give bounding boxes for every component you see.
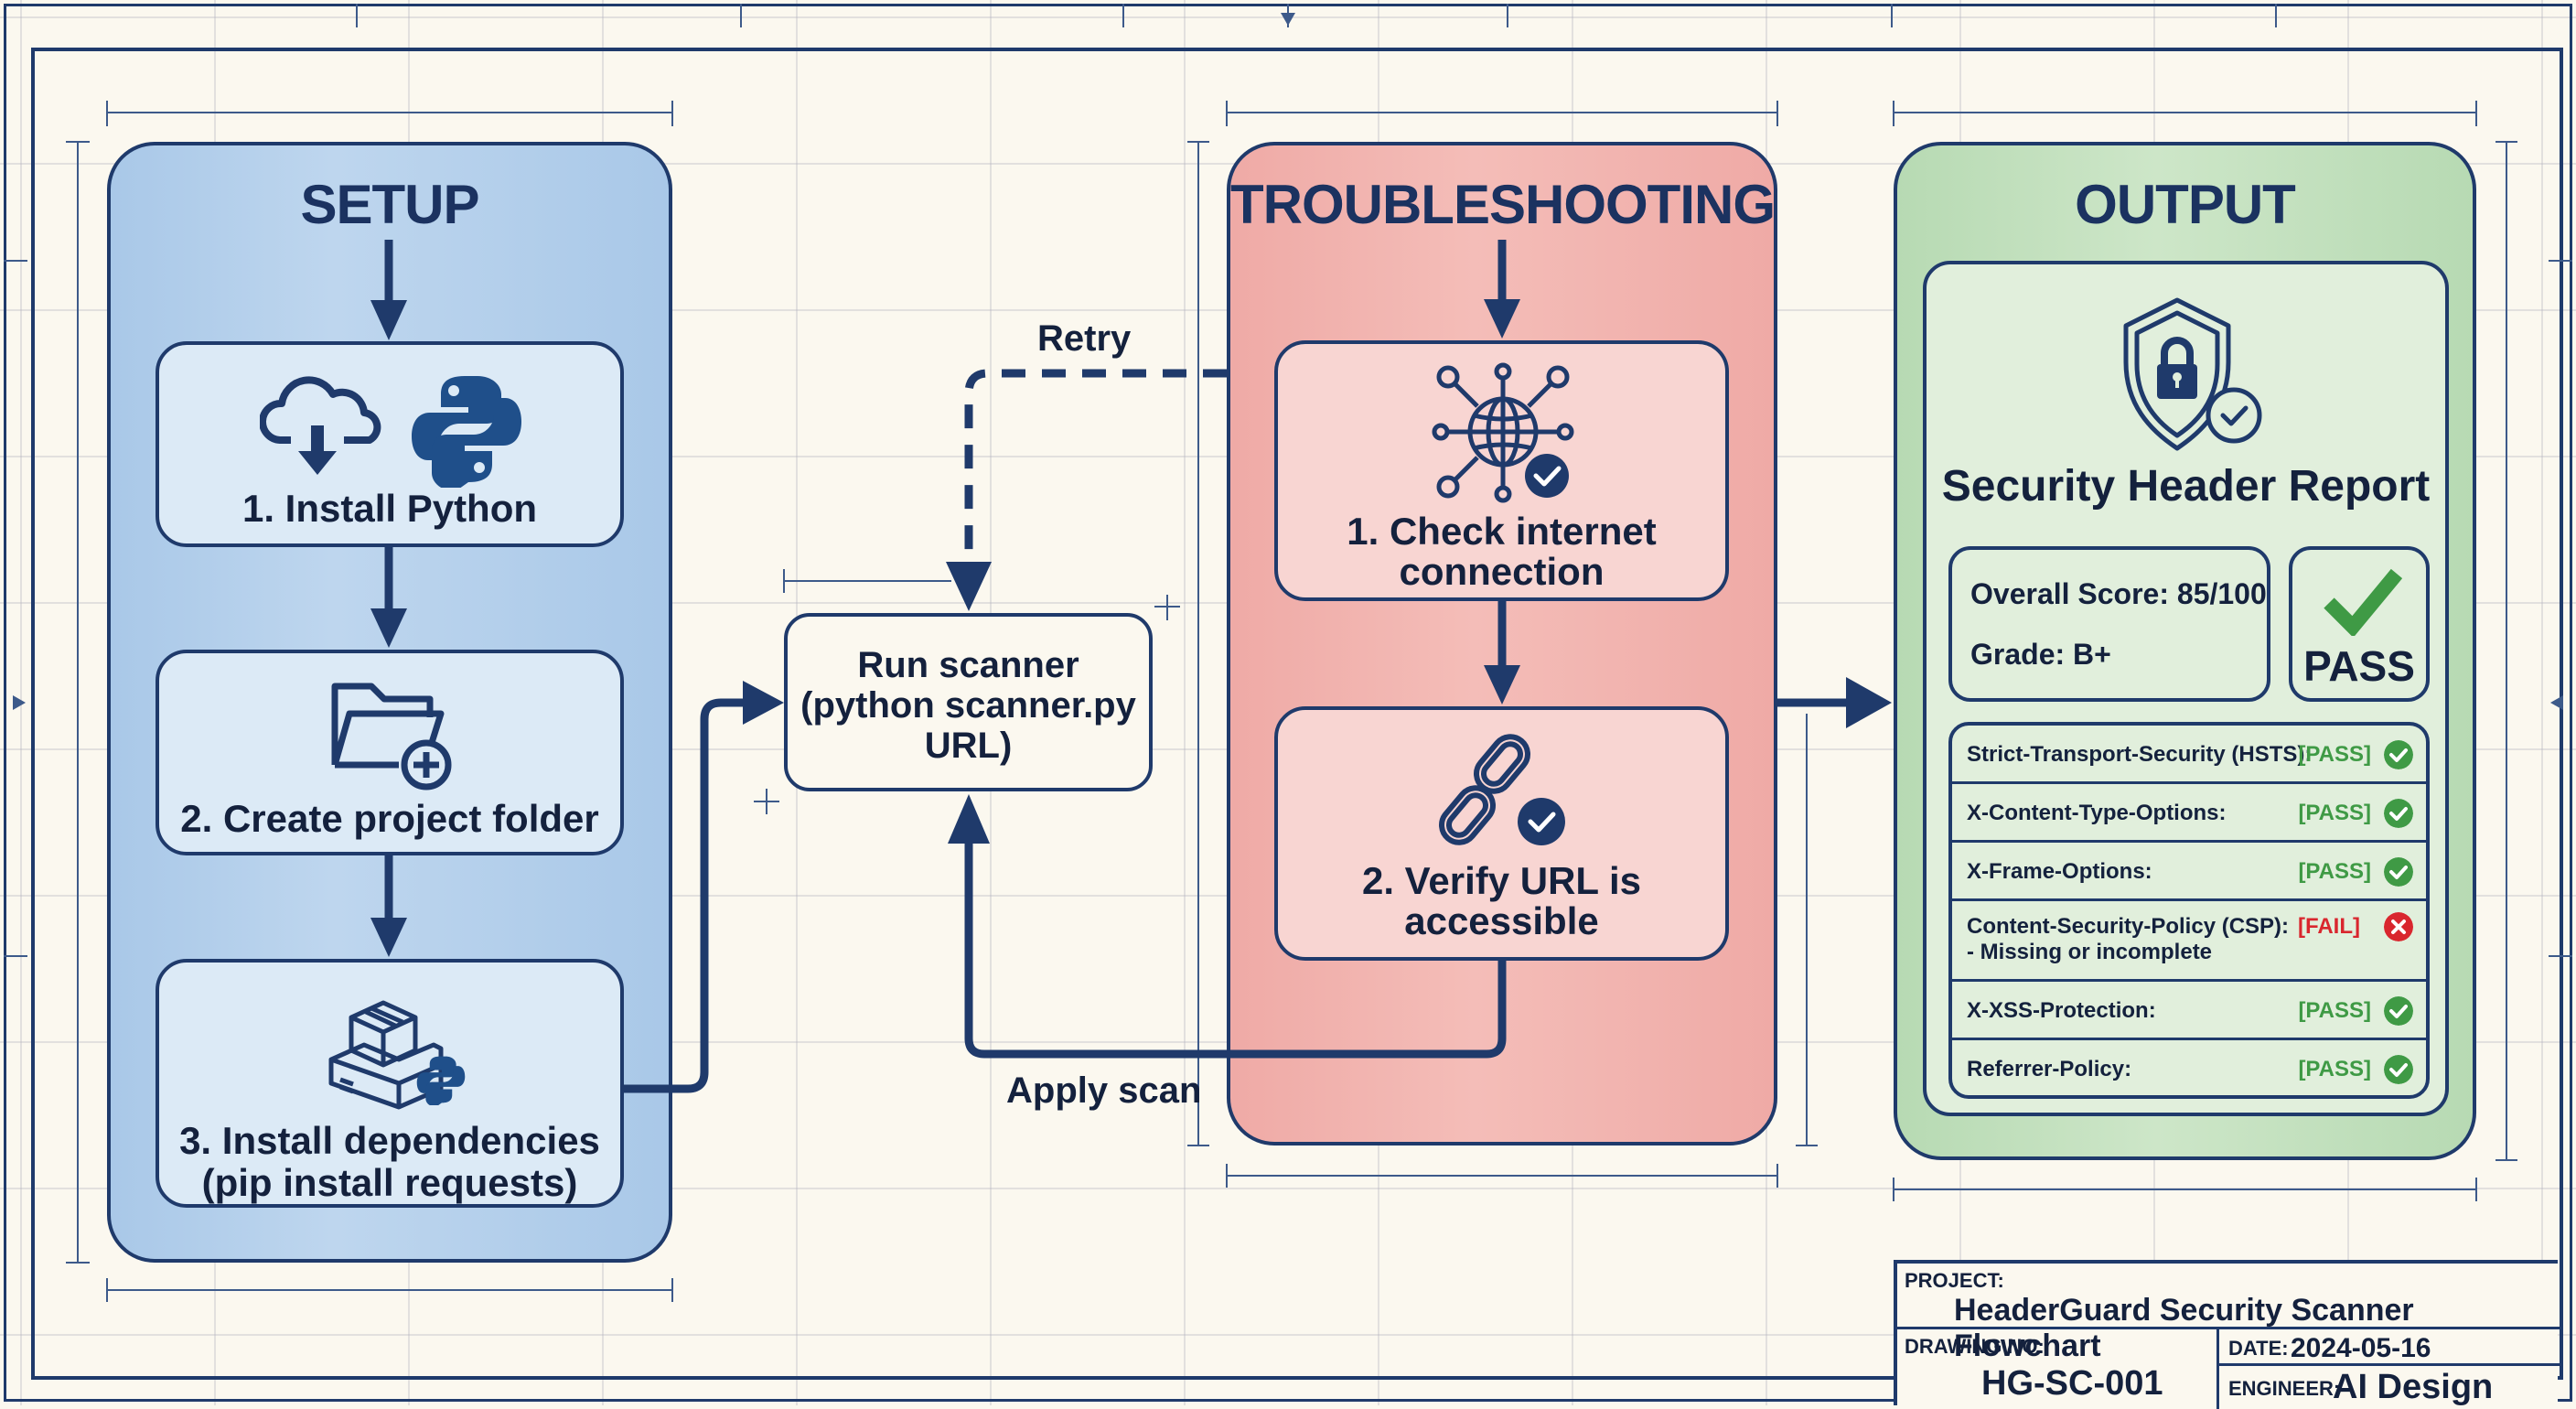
check-name: Referrer-Policy: <box>1967 1057 2132 1081</box>
check-status: [FAIL] <box>2298 914 2360 939</box>
step-label: 2. Create project folder <box>180 797 599 840</box>
check-circle-icon <box>2384 740 2413 769</box>
check-row: Referrer-Policy: [PASS] <box>1952 1040 2426 1095</box>
check-name: X-Content-Type-Options: <box>1967 801 2227 825</box>
check-name: X-Frame-Options: <box>1967 859 2152 884</box>
checkmark-icon <box>2324 568 2402 636</box>
overall-score: Overall Score: 85/100 <box>1970 577 2267 610</box>
date-key: DATE: <box>2228 1337 2289 1360</box>
check-status: [PASS] <box>2298 998 2371 1023</box>
check-circle-icon <box>2384 996 2413 1026</box>
check-name: X-XSS-Protection: <box>1967 998 2156 1023</box>
step-create-project-folder[interactable]: 2. Create project folder <box>156 650 624 855</box>
run-scanner-line1: Run scanner <box>857 645 1079 685</box>
package-boxes-icon <box>328 1000 444 1110</box>
engineer-key: ENGINEER: <box>2228 1377 2341 1400</box>
step-label-line2: connection <box>1399 550 1605 593</box>
python-logo-icon <box>416 1056 466 1105</box>
apply-scan-label: Apply scan <box>1006 1070 1202 1111</box>
step-install-dependencies[interactable]: 3. Install dependencies (pip install req… <box>156 959 624 1208</box>
run-scanner-line2: (python scanner.py <box>800 685 1136 726</box>
step-label-line1: 2. Verify URL is <box>1361 859 1642 902</box>
troubleshooting-panel: TROUBLESHOOTING <box>1227 142 1777 1145</box>
check-status: [PASS] <box>2298 1057 2371 1081</box>
step-label: 1. Install Python <box>242 487 538 530</box>
step-label-line1: 1. Check internet <box>1347 510 1657 553</box>
retry-label: Retry <box>1037 318 1132 359</box>
folder-plus-icon <box>331 683 452 791</box>
score-summary: Overall Score: 85/100 Grade: B+ <box>1948 546 2270 702</box>
check-row: X-Frame-Options: [PASS] <box>1952 843 2426 901</box>
title-block: PROJECT: HeaderGuard Security Scanner Fl… <box>1894 1260 2561 1409</box>
output-title: OUTPUT <box>2075 174 2296 235</box>
python-logo-icon <box>412 376 521 488</box>
globe-network-check-icon <box>1432 362 1574 503</box>
verdict-text: PASS <box>2303 642 2415 690</box>
run-scanner-step[interactable]: Run scanner (python scanner.py URL) <box>784 613 1153 791</box>
cloud-download-icon <box>260 376 381 475</box>
shield-lock-check-icon <box>2123 297 2262 451</box>
date-value: 2024-05-16 <box>2291 1333 2431 1363</box>
tb-project: PROJECT: HeaderGuard Security Scanner Fl… <box>1897 1264 2561 1363</box>
step-check-internet[interactable]: 1. Check internet connection <box>1274 340 1729 601</box>
check-note: - Missing or incomplete <box>1967 940 2213 964</box>
step-label-line2: (pip install requests) <box>201 1161 578 1204</box>
step-label-line1: 3. Install dependencies <box>179 1119 600 1162</box>
project-value: HeaderGuard Security Scanner Flowchart <box>1954 1293 2414 1363</box>
link-check-icon <box>1439 734 1565 845</box>
step-verify-url[interactable]: 2. Verify URL is accessible <box>1274 706 1729 961</box>
drawing-no-key: DRAWING NO: <box>1905 1335 2045 1358</box>
verdict-badge: PASS <box>2289 546 2430 702</box>
drawing-border-inner <box>31 48 2563 1380</box>
step-install-python[interactable]: 1. Install Python <box>156 341 624 547</box>
tb-drawing-no: DRAWING NO: HG-SC-001 <box>1897 1329 2219 1409</box>
project-key: PROJECT: <box>1905 1269 2004 1292</box>
run-scanner-line3: URL) <box>924 726 1013 766</box>
troubleshooting-title: TROUBLESHOOTING <box>1230 174 1776 235</box>
check-row: X-Content-Type-Options: [PASS] <box>1952 784 2426 843</box>
tb-date: DATE: 2024-05-16 <box>2219 1329 2561 1366</box>
check-row: Content-Security-Policy (CSP): - Missing… <box>1952 901 2426 982</box>
drawing-no-value: HG-SC-001 <box>1981 1364 2163 1403</box>
report-title: Security Header Report <box>1941 462 2431 511</box>
check-circle-icon <box>2384 799 2413 828</box>
check-status: [PASS] <box>2298 742 2371 767</box>
check-status: [PASS] <box>2298 859 2371 884</box>
engineer-value: AI Design <box>2333 1368 2494 1406</box>
check-name: Content-Security-Policy (CSP): <box>1967 914 2290 939</box>
setup-title: SETUP <box>300 174 479 235</box>
border-center-mark-top <box>1281 13 1295 26</box>
step-label-line2: accessible <box>1404 899 1599 942</box>
security-header-report: Security Header Report Overall Score: 85… <box>1923 261 2449 1116</box>
error-circle-icon <box>2384 912 2413 941</box>
check-row: X-XSS-Protection: [PASS] <box>1952 982 2426 1040</box>
tb-engineer: ENGINEER: AI Design <box>2219 1366 2561 1409</box>
header-checks-table: Strict-Transport-Security (HSTS): [PASS]… <box>1948 722 2430 1099</box>
grade: Grade: B+ <box>1970 638 2111 671</box>
check-circle-icon <box>2384 1055 2413 1084</box>
check-name: Strict-Transport-Security (HSTS): <box>1967 742 2313 767</box>
check-circle-icon <box>2384 857 2413 887</box>
check-row: Strict-Transport-Security (HSTS): [PASS] <box>1952 726 2426 784</box>
check-status: [PASS] <box>2298 801 2371 825</box>
